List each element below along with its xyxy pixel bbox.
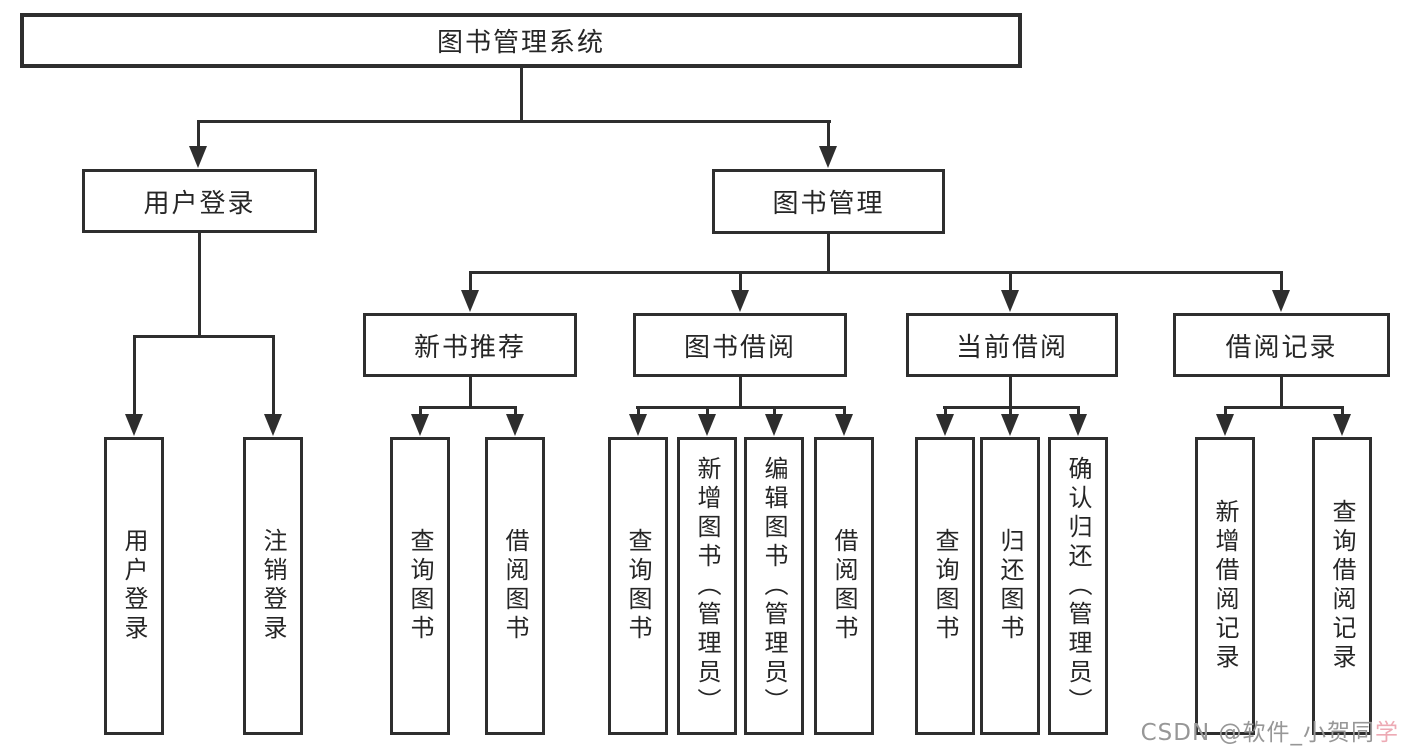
connector-line: [739, 377, 742, 409]
leaf-records-query-borrow-record: 查询借阅记录: [1312, 437, 1372, 735]
node-label: 用户登录: [120, 528, 148, 644]
node-label: 借阅图书: [830, 528, 858, 644]
arrow-down-icon: [411, 414, 429, 436]
leaf-logout: 注销登录: [243, 437, 303, 735]
connector-line: [1341, 406, 1344, 418]
leaf-user-login: 用户登录: [104, 437, 164, 735]
arrow-down-icon: [1333, 414, 1351, 436]
arrow-down-icon: [835, 414, 853, 436]
arrow-down-icon: [936, 414, 954, 436]
connector-line: [636, 406, 846, 409]
node-label: 借阅记录: [1225, 332, 1338, 363]
watermark-accent: 学: [1375, 720, 1399, 746]
node-label: 查询图书: [624, 528, 652, 644]
node-label: 查询图书: [406, 528, 434, 644]
connector-line: [133, 335, 136, 418]
node-current-borrowing: 当前借阅: [906, 313, 1118, 377]
connector-line: [419, 406, 517, 409]
leaf-borrowing-edit-books-admin: 编辑图书（管理员）: [744, 437, 804, 735]
node-label: 当前借阅: [955, 332, 1068, 363]
arrow-down-icon: [819, 146, 837, 168]
connector-line: [197, 120, 831, 123]
connector-line: [1224, 406, 1227, 418]
arrow-down-icon: [629, 414, 647, 436]
arrow-down-icon: [461, 290, 479, 312]
arrow-down-icon: [1001, 414, 1019, 436]
connector-line: [1009, 377, 1012, 409]
leaf-current-return-books: 归还图书: [980, 437, 1040, 735]
leaf-borrowing-add-books-admin: 新增图书（管理员）: [677, 437, 737, 735]
node-label: 注销登录: [259, 528, 287, 644]
connector-line: [469, 271, 472, 295]
arrow-down-icon: [189, 146, 207, 168]
connector-line: [706, 406, 709, 418]
node-label: 确认归还（管理员）: [1064, 455, 1092, 717]
arrow-down-icon: [506, 414, 524, 436]
leaf-current-confirm-return-admin: 确认归还（管理员）: [1048, 437, 1108, 735]
node-label: 图书管理: [772, 189, 885, 219]
node-label: 新书推荐: [413, 332, 526, 363]
node-new-book-recommend: 新书推荐: [363, 313, 577, 377]
arrow-down-icon: [1069, 414, 1087, 436]
connector-line: [1009, 271, 1012, 295]
node-label: 新增借阅记录: [1211, 499, 1239, 673]
node-borrow-records: 借阅记录: [1173, 313, 1390, 377]
connector-line: [773, 406, 776, 418]
watermark-text: CSDN @软件_小贺同: [1140, 720, 1375, 746]
connector-line: [272, 335, 275, 418]
connector-line: [1077, 406, 1080, 418]
connector-line: [133, 335, 275, 338]
node-label: 用户登录: [143, 188, 256, 219]
arrow-down-icon: [264, 414, 282, 436]
leaf-current-query-books: 查询图书: [915, 437, 975, 735]
arrow-down-icon: [1272, 290, 1290, 312]
node-label: 查询图书: [931, 528, 959, 644]
connector-line: [1009, 406, 1012, 418]
connector-line: [1224, 406, 1344, 409]
node-label: 新增图书（管理员）: [693, 455, 721, 717]
connector-line: [1280, 271, 1283, 295]
connector-line: [514, 406, 517, 418]
node-label: 编辑图书（管理员）: [760, 455, 788, 717]
connector-line: [637, 406, 640, 418]
leaf-records-add-borrow-record: 新增借阅记录: [1195, 437, 1255, 735]
node-user-login: 用户登录: [82, 169, 317, 233]
connector-line: [827, 234, 830, 274]
connector-line: [843, 406, 846, 418]
arrow-down-icon: [1216, 414, 1234, 436]
connector-line: [520, 68, 523, 123]
node-label: 借阅图书: [501, 528, 529, 644]
node-label: 图书借阅: [683, 332, 796, 363]
arrow-down-icon: [125, 414, 143, 436]
connector-line: [469, 377, 472, 409]
connector-line: [1280, 377, 1283, 409]
leaf-borrowing-query-books: 查询图书: [608, 437, 668, 735]
node-book-management: 图书管理: [712, 169, 945, 234]
arrow-down-icon: [1001, 290, 1019, 312]
node-label: 查询借阅记录: [1328, 499, 1356, 673]
leaf-newrec-borrow-books: 借阅图书: [485, 437, 545, 735]
connector-line: [739, 271, 742, 295]
connector-line: [197, 120, 200, 150]
connector-line: [419, 406, 422, 418]
csdn-watermark: CSDN @软件_小贺同学: [1141, 713, 1399, 747]
connector-line: [469, 271, 1283, 274]
connector-line: [944, 406, 947, 418]
arrow-down-icon: [698, 414, 716, 436]
node-label: 归还图书: [996, 528, 1024, 644]
arrow-down-icon: [765, 414, 783, 436]
node-label: 图书管理系统: [436, 28, 605, 58]
arrow-down-icon: [731, 290, 749, 312]
node-book-borrowing: 图书借阅: [633, 313, 847, 377]
connector-line: [827, 120, 830, 150]
leaf-newrec-query-books: 查询图书: [390, 437, 450, 735]
connector-line: [198, 233, 201, 338]
node-book-management-system: 图书管理系统: [20, 13, 1022, 68]
leaf-borrowing-borrow-books: 借阅图书: [814, 437, 874, 735]
